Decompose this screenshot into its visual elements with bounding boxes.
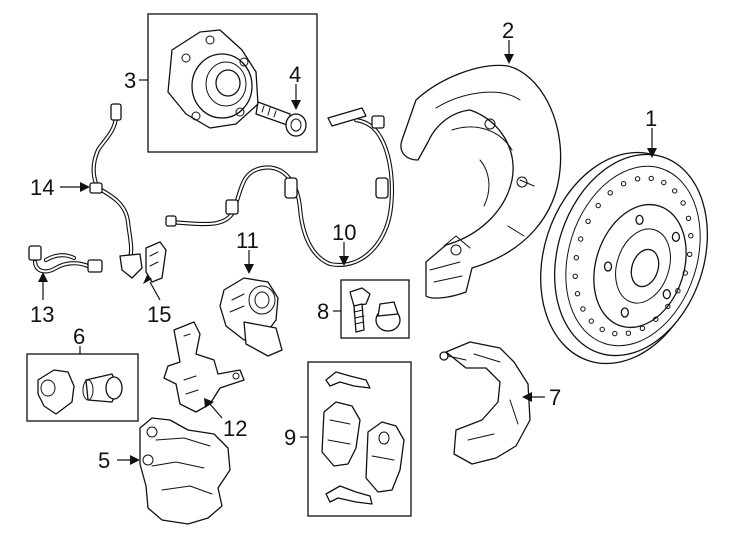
pad-clip-upper	[325, 371, 371, 389]
hub-bearing	[167, 29, 259, 129]
rotor-drill-hole	[685, 215, 692, 222]
rotor-drill-hole	[680, 200, 686, 206]
callout-numbers: 1 2 3 4 5 6 7 8 9 10 11 12 13 14 15	[30, 18, 657, 473]
caliper-bolt	[349, 287, 371, 333]
rotor-drill-hole	[675, 288, 681, 294]
callout-2: 2	[502, 18, 514, 43]
rotor-drill-hole	[595, 202, 601, 209]
callout-7: 7	[549, 385, 561, 410]
sensor-wire-14	[89, 103, 143, 279]
callout-5: 5	[98, 448, 110, 473]
brake-pad-inner	[321, 401, 361, 467]
rotor-drill-hole	[682, 270, 688, 276]
hub-bearing-box	[147, 13, 318, 153]
rotor-lug-hole	[635, 214, 644, 226]
rotor-lug-hole	[662, 289, 671, 300]
rotor-drill-hole	[580, 306, 586, 312]
callout-10: 10	[332, 220, 356, 245]
callout-4: 4	[289, 62, 301, 87]
rotor-drill-hole	[625, 330, 632, 336]
rotor-drill-hole	[612, 330, 618, 337]
rotor-drill-hole	[639, 325, 646, 331]
caliper-bracket	[439, 341, 531, 465]
callout-3: 3	[124, 68, 136, 93]
rotor-lug-hole	[671, 231, 681, 243]
brake-caliper	[139, 417, 231, 525]
rotor-drill-hole	[588, 318, 594, 324]
rotor-lug-hole	[620, 307, 629, 318]
callout-8: 8	[317, 299, 329, 324]
brake-pad-box	[307, 361, 412, 517]
rotor-drill-hole	[648, 175, 654, 182]
bolt-cap	[375, 301, 401, 332]
bolt-box	[340, 279, 410, 339]
leader-lines	[38, 40, 657, 465]
rotor-drill-hole	[574, 291, 581, 297]
callout-13: 13	[30, 302, 54, 327]
rotor-drill-hole	[661, 179, 667, 186]
pad-clip-lower	[325, 485, 373, 505]
rotor-drill-hole	[688, 233, 694, 239]
guide-pin-box	[26, 353, 139, 422]
rotor-drill-hole	[653, 316, 659, 322]
rotor-drill-hole	[585, 218, 591, 225]
guide-pin-boot	[37, 369, 75, 415]
callout-14: 14	[30, 175, 54, 200]
rotor-drill-hole	[573, 255, 579, 261]
callout-6: 6	[73, 324, 85, 349]
harness-13	[28, 245, 103, 274]
callout-9: 9	[284, 425, 296, 450]
rotor-drill-hole	[578, 236, 584, 242]
rotor-drill-hole	[634, 176, 641, 182]
callout-12: 12	[223, 416, 247, 441]
rotor-drill-hole	[572, 273, 578, 279]
callout-1: 1	[645, 106, 657, 131]
hub-bolt	[255, 101, 307, 137]
callout-15: 15	[147, 302, 171, 327]
rotor-drill-hole	[607, 190, 613, 196]
rotor-drill-hole	[687, 251, 693, 258]
bracket-15	[145, 241, 167, 283]
guide-pin	[82, 373, 123, 403]
parking-brake-motor	[219, 277, 283, 357]
brake-rotor	[540, 151, 709, 365]
sensor-wire-10	[165, 107, 395, 268]
actuator-bracket	[163, 321, 245, 413]
rotor-drill-hole	[665, 303, 671, 310]
rotor-drill-hole	[599, 326, 605, 333]
brake-pad-outer	[365, 421, 405, 493]
rotor-lug-hole	[603, 261, 613, 272]
rotor-drill-hole	[672, 188, 678, 194]
rotor-drill-hole	[620, 181, 627, 187]
callout-11: 11	[236, 228, 259, 253]
splash-shield	[400, 64, 562, 299]
